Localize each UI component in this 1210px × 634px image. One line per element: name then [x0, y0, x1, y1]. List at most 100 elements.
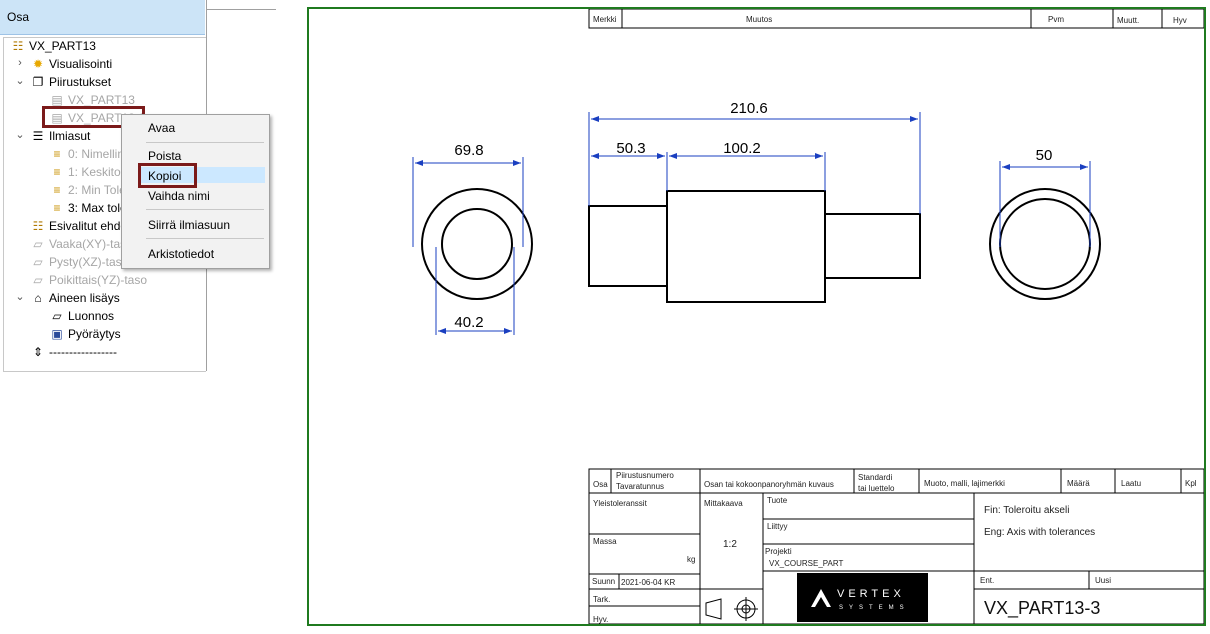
- rev-pvm-label: Pvm: [1048, 15, 1064, 24]
- tb-kuvaus-label: Osan tai kokoonpanoryhmän kuvaus: [704, 480, 834, 489]
- dim-label-left-inner: 40.2: [454, 314, 483, 331]
- tb-muoto-label: Muoto, malli, lajimerkki: [924, 479, 1005, 488]
- tree-item-plane[interactable]: ▱ Poikittais(YZ)-taso: [30, 271, 147, 289]
- config-item-icon: ≡: [53, 201, 61, 215]
- tb-hyv-label: Hyv.: [593, 615, 609, 624]
- menu-item-vaihda-nimi[interactable]: Vaihda nimi: [148, 189, 210, 203]
- tb-laatu-label: Laatu: [1121, 479, 1142, 488]
- revolve-icon: ▣: [51, 327, 63, 341]
- tree-item-end-marker[interactable]: ⇕ -----------------: [30, 343, 117, 361]
- tb-liittyy-label: Liittyy: [767, 522, 788, 531]
- dim-label-right-inner: 50: [1036, 147, 1053, 164]
- config-item-icon: ≡: [53, 165, 61, 179]
- menu-separator: [146, 209, 264, 210]
- add-material-icon: ⌂: [34, 291, 42, 305]
- tree-item-pyoraytys[interactable]: ▣Pyöräytys: [49, 325, 120, 343]
- tree-panel-title: Osa: [7, 10, 30, 24]
- plane-icon: ▱: [33, 255, 43, 269]
- drawings-icon: ❐: [32, 75, 44, 89]
- menu-item-siirra-ilmiasuun[interactable]: Siirrä ilmiasuun: [148, 218, 231, 232]
- tb-kpl-label: Kpl: [1185, 479, 1197, 488]
- tb-projekti-label: Projekti: [765, 547, 792, 556]
- rev-hyv-label: Hyv: [1173, 16, 1187, 25]
- tb-tark-label: Tark.: [593, 595, 611, 604]
- tree-item-label: Vaaka(XY)-taso: [49, 237, 133, 251]
- tree-item-label: Ilmiasut: [49, 129, 91, 143]
- tree-item-plane[interactable]: ▱Pysty(XZ)-taso: [30, 253, 128, 271]
- menu-hover-highlight: [139, 167, 265, 183]
- config-item-icon: ≡: [53, 183, 61, 197]
- tb-piirustusnumero-label: Piirustusnumero: [616, 471, 674, 480]
- menu-item-arkistotiedot[interactable]: Arkistotiedot: [148, 247, 215, 261]
- tree-item-config[interactable]: ≡0: Nimellinen: [49, 145, 137, 163]
- tree-item-label: 0: Nimellinen: [68, 147, 138, 161]
- logo-systems-text: SYSTEMS: [839, 605, 910, 611]
- logo-vertex-text: VERTEX: [837, 588, 905, 600]
- tree-panel-header: Osa: [0, 0, 205, 35]
- tree-item-label: Poikittais(YZ)-taso: [49, 273, 148, 287]
- tree-item-label: -----------------: [49, 345, 117, 359]
- vertex-logo-icon: VERTEX SYSTEMS: [811, 588, 910, 611]
- tb-title-eng: Eng: Axis with tolerances: [984, 527, 1096, 538]
- tree-item-visualisointi[interactable]: ✹Visualisointi: [30, 55, 112, 73]
- tb-uusi-label: Uusi: [1095, 576, 1112, 585]
- right-end-view[interactable]: [989, 188, 1101, 300]
- tb-maara-label: Määrä: [1067, 479, 1090, 488]
- tree-item-drawing-sheet[interactable]: ▤ VX_PART13: [49, 91, 135, 109]
- tree-item-label: Piirustukset: [49, 75, 112, 89]
- tree-item-label: VX_PART13: [68, 93, 135, 107]
- rev-muutt-label: Muutt.: [1117, 16, 1140, 25]
- menu-item-kopioi[interactable]: Kopioi: [148, 169, 182, 183]
- tree-item-piirustukset[interactable]: ❐ Piirustukset: [30, 73, 111, 91]
- collapse-chevron-icon[interactable]: ⌄: [15, 129, 25, 141]
- tb-tuote-label: Tuote: [767, 496, 788, 505]
- menu-separator: [146, 142, 264, 143]
- tb-scale-value: 1:2: [723, 539, 737, 550]
- drawing-sheet-icon: ▤: [51, 111, 63, 125]
- collapse-chevron-icon[interactable]: ⌄: [15, 291, 25, 303]
- tb-osa-label: Osa: [593, 480, 608, 489]
- context-menu: Avaa Poista Kopioi Vaihda nimi Siirrä il…: [121, 114, 270, 269]
- menu-separator: [146, 238, 264, 239]
- tree-item-ilmiasut[interactable]: ☰ Ilmiasut: [30, 127, 91, 145]
- drawing-sheet-icon: ▤: [51, 93, 63, 107]
- part-icon: ☷: [12, 39, 24, 53]
- rev-merkki-label: Merkki: [593, 15, 617, 24]
- rev-muutos-label: Muutos: [746, 15, 773, 24]
- menu-item-avaa[interactable]: Avaa: [148, 121, 176, 135]
- configurations-icon: ☰: [32, 129, 44, 143]
- reorder-handle-icon: ⇕: [32, 345, 44, 359]
- tree-item-plane[interactable]: ▱Vaaka(XY)-taso: [30, 235, 133, 253]
- tb-standardi-label: Standardi: [858, 473, 893, 482]
- panel-divider: [206, 9, 276, 10]
- tb-ent-label: Ent.: [980, 576, 995, 585]
- vertex-logo: VERTEX SYSTEMS: [797, 573, 928, 622]
- tree-item-part[interactable]: ☷VX_PART13: [10, 37, 96, 55]
- tree-item-label: Esivalitut ehdot: [49, 219, 131, 233]
- tb-title-fin: Fin: Toleroitu akseli: [984, 505, 1070, 516]
- tb-projekti-value: VX_COURSE_PART: [769, 559, 844, 568]
- menu-item-poista[interactable]: Poista: [148, 149, 182, 163]
- left-end-view[interactable]: [421, 188, 533, 300]
- expand-chevron-icon[interactable]: ›: [18, 57, 22, 69]
- tb-massa-label: Massa: [593, 537, 617, 546]
- title-block: [588, 468, 1204, 624]
- tb-mittakaava-label: Mittakaava: [704, 499, 743, 508]
- tree-item-luonnos[interactable]: ▱Luonnos: [49, 307, 114, 325]
- tb-drawing-number: VX_PART13-3: [984, 598, 1101, 618]
- shaft-front-view[interactable]: [588, 190, 921, 303]
- tree-item-aineen-lisays[interactable]: ⌂Aineen lisäys: [30, 289, 119, 307]
- tree-item-esivalitut[interactable]: ☷Esivalitut ehdot: [30, 217, 131, 235]
- tree-item-label: Luonnos: [68, 309, 115, 323]
- dim-label-seg1: 50.3: [616, 140, 645, 157]
- tb-kg-label: kg: [687, 555, 696, 564]
- plane-icon: ▱: [33, 273, 43, 287]
- tb-suunn-value: 2021-06-04 KR: [621, 578, 676, 587]
- tree-item-label: Visualisointi: [49, 57, 113, 71]
- dim-label-total-length: 210.6: [730, 100, 768, 117]
- projection-symbol-icon: [705, 597, 758, 621]
- dim-label-left-outer: 69.8: [454, 142, 483, 159]
- collapse-chevron-icon[interactable]: ⌄: [15, 75, 25, 87]
- dim-label-seg2: 100.2: [723, 140, 761, 157]
- drawing-sheet[interactable]: 69.8 40.2 210.6 50.3 100.2 50 Merkki Muu…: [307, 7, 1206, 626]
